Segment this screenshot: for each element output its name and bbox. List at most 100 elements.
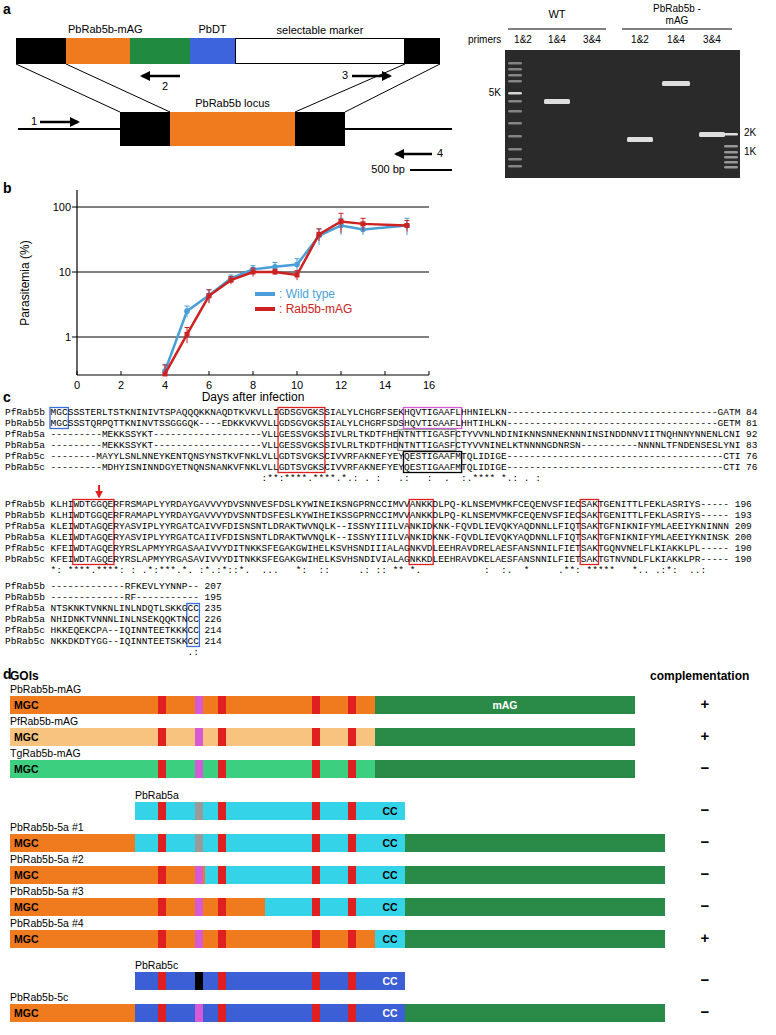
switch-motif [195, 802, 203, 820]
axis-title: Parasitemia (%) [19, 240, 33, 325]
sequence-line: PfRab5a NTSKNKTVNKNLINLNDQTLSKKGCC 235 [5, 603, 222, 614]
lane-group-line [508, 29, 606, 30]
domain-segment [405, 898, 665, 916]
marker-segment: selectable marker [235, 38, 405, 64]
motif-mark [348, 898, 356, 916]
data-line [165, 225, 407, 371]
construct-name: PbRab5c [135, 959, 178, 972]
complementation-mark: − [701, 759, 710, 776]
gel-band [699, 132, 725, 137]
error-cap [207, 289, 212, 290]
gene-segment: PbRab5b-mAG [66, 38, 130, 64]
gel-band [508, 158, 522, 161]
axis-tick [209, 371, 210, 375]
panel-letter: c [3, 389, 11, 405]
domain-label: CC [382, 972, 397, 990]
gel-band [508, 80, 522, 83]
error-cap [207, 289, 212, 290]
motif-mark [348, 930, 356, 948]
axis-tick-label: 100 [53, 201, 71, 214]
axis-tick-label: 6 [206, 379, 212, 392]
domain-label: MGC [14, 696, 39, 714]
motif-mark [158, 696, 166, 714]
sequence-line: PbRab5a ---------MEKKSSYKT--------------… [5, 440, 758, 451]
recombination-line [345, 64, 440, 112]
domain-bar [10, 834, 665, 852]
scale-label: 500 bp [371, 163, 405, 176]
sequence-line: PfRab5b KLHIWDTGGQERFRSMAPLYYRDAYGAVVVYD… [5, 499, 752, 510]
axis-tick-label: 2 [118, 379, 124, 392]
consensus-line: *: ****.****: : .*:***.*. :*.:*::*. ... … [5, 565, 706, 576]
switch-motif [195, 972, 203, 990]
motif-mark [158, 760, 166, 778]
data-point [163, 371, 168, 376]
error-cap [405, 220, 410, 221]
axis-tick [72, 272, 77, 273]
switch-motif [195, 866, 203, 884]
size-marker: 5K [489, 87, 501, 99]
motif-mark [312, 898, 320, 916]
complementation-mark: + [701, 727, 710, 744]
axis-tick-label: 8 [250, 379, 256, 392]
construct-name: PbRab5b-5a #3 [10, 885, 84, 898]
motif-mark [158, 1004, 166, 1022]
mutation-arrow [98, 485, 100, 497]
sequence-line: PbRab5c ---------MDHYISNINNDGYETNQNSNANK… [5, 462, 758, 473]
domain-segment [405, 866, 665, 884]
axis-tick-label: 10 [59, 266, 71, 279]
terminator-segment: PbDT [190, 38, 235, 64]
lane-label: 3&4 [583, 34, 601, 46]
construct-name: PbRab5b-5a #4 [10, 917, 84, 930]
lane-label: 1&4 [667, 34, 685, 46]
motif-mark [158, 930, 166, 948]
domain-segment [375, 696, 635, 714]
data-point [229, 278, 234, 283]
gel-band [627, 137, 653, 142]
domain-label: MGC [14, 898, 39, 916]
sequence-line: PfRab5c --------MAYYLSNLNNEYKENTQNSYNSTK… [5, 451, 758, 462]
domain-segment [10, 728, 375, 746]
motif-mark [218, 802, 226, 820]
domain-bar [10, 866, 665, 884]
data-point [317, 232, 322, 237]
motif-mark [312, 802, 320, 820]
switch-motif [195, 834, 203, 852]
domain-segment [10, 834, 135, 852]
domain-bar [10, 760, 635, 778]
motif-mark [218, 972, 226, 990]
column-header: GOIs [10, 670, 39, 684]
data-point [295, 272, 300, 277]
motif-mark [348, 834, 356, 852]
axis-tick [77, 371, 78, 375]
domain-segment [405, 930, 665, 948]
motif-mark [312, 866, 320, 884]
locus-segment: PbRab5b locus [170, 112, 295, 146]
domain-bar [10, 1004, 665, 1022]
domain-segment [375, 728, 635, 746]
size-marker: 2K [744, 127, 756, 139]
homology-arm [16, 38, 66, 64]
legend-text: : Wild type [279, 287, 335, 301]
error-cap [185, 305, 190, 306]
motif-mark [158, 972, 166, 990]
complementation-mark: − [701, 801, 710, 818]
motif-mark [348, 802, 356, 820]
primer-number: 4 [437, 147, 443, 160]
error-cap [185, 327, 190, 328]
switch-motif [195, 760, 203, 778]
lane-label: 1&4 [548, 34, 566, 46]
domain-label: CC [382, 930, 397, 948]
panel-letter: a [3, 1, 11, 17]
gel-band [724, 161, 738, 164]
domain-label: MGC [14, 866, 39, 884]
domain-segment [405, 834, 665, 852]
error-cap [229, 276, 234, 277]
sequence-line: PfRab5b -------------RFKEVLYYNNP-- 207 [5, 581, 222, 592]
data-line [165, 221, 407, 374]
recombination-line [66, 64, 170, 112]
gel-band [544, 99, 570, 104]
gel-band [724, 145, 738, 148]
motif-mark [312, 834, 320, 852]
construct-name: PbRab5b-5a #1 [10, 821, 84, 834]
complementation-mark: − [701, 833, 710, 850]
